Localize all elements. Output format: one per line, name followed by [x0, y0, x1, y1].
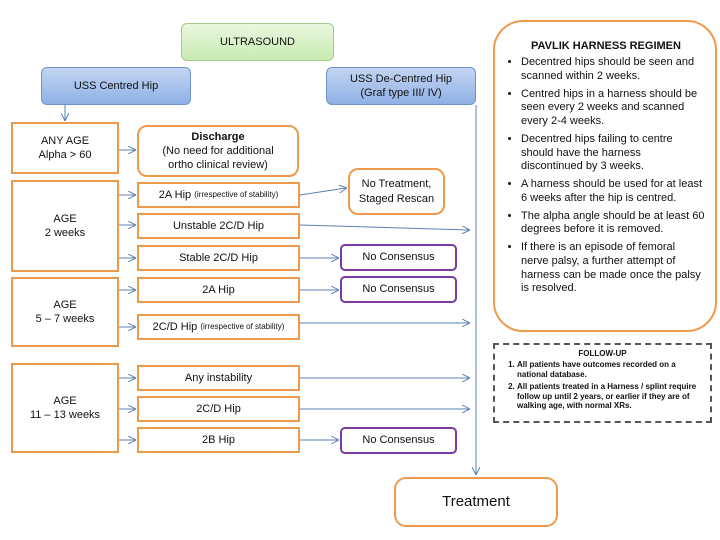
- ultrasound-box: ULTRASOUND: [181, 23, 334, 61]
- decentred-hip-box: USS De-Centred Hip (Graf type III/ IV): [326, 67, 476, 105]
- 2cd-hip-5-7-note: (irrespective of stability): [200, 321, 285, 331]
- no-consensus-label-1: No Consensus: [362, 251, 435, 264]
- pavlik-item: Decentred hips should be seen and scanne…: [521, 56, 705, 84]
- no-treatment-box: No Treatment, Staged Rescan: [348, 168, 445, 215]
- 2a-hip-2w-note: (irrespective of stability): [194, 189, 279, 199]
- pavlik-list: Decentred hips should be seen and scanne…: [507, 56, 705, 296]
- decentred-hip-line2: (Graf type III/ IV): [360, 87, 442, 99]
- decentred-hip-line1: USS De-Centred Hip: [349, 72, 453, 85]
- discharge-box: Discharge (No need for additional ortho …: [137, 125, 299, 177]
- no-consensus-box-3: No Consensus: [340, 427, 457, 454]
- stable-2cd-label: Stable 2C/D Hip: [179, 251, 258, 264]
- no-treatment-line1: No Treatment,: [361, 178, 432, 191]
- age-any-line1: ANY AGE: [40, 134, 90, 147]
- discharge-line3: ortho clinical review): [168, 159, 268, 172]
- no-consensus-label-2: No Consensus: [362, 283, 435, 296]
- pavlik-item: The alpha angle should be at least 60 de…: [521, 210, 705, 238]
- 2cd-hip-5-7-label: 2C/D Hip: [152, 320, 201, 333]
- followup-panel: FOLLOW-UP All patients have outcomes rec…: [493, 343, 712, 423]
- ultrasound-label: ULTRASOUND: [220, 35, 295, 48]
- pavlik-title: PAVLIK HARNESS REGIMEN: [531, 40, 681, 52]
- age-any-line2: Alpha > 60: [38, 149, 92, 161]
- 2a-hip-2w-box: 2A Hip (irrespective of stability): [137, 182, 300, 208]
- followup-title: FOLLOW-UP: [578, 349, 627, 358]
- pavlik-item: Centred hips in a harness should be seen…: [521, 88, 705, 129]
- 2cd-hip-5-7-box: 2C/D Hip (irrespective of stability): [137, 314, 300, 340]
- age-5-7-line1: AGE: [53, 298, 77, 311]
- 2b-hip-11-box: 2B Hip: [137, 427, 300, 453]
- 2cd-hip-11-label: 2C/D Hip: [196, 402, 241, 415]
- 2a-hip-2w-label: 2A Hip: [158, 188, 195, 201]
- age-11-13-box: AGE 11 – 13 weeks: [11, 363, 119, 453]
- unstable-2cd-box: Unstable 2C/D Hip: [137, 213, 300, 239]
- pavlik-item: Decentred hips failing to centre should …: [521, 133, 705, 174]
- discharge-line2: (No need for additional: [162, 144, 274, 157]
- pavlik-item: A harness should be used for at least 6 …: [521, 178, 705, 206]
- 2cd-hip-11-box: 2C/D Hip: [137, 396, 300, 422]
- age-5-7-box: AGE 5 – 7 weeks: [11, 277, 119, 347]
- any-instability-box: Any instability: [137, 365, 300, 391]
- 2a-hip-5-7-label: 2A Hip: [202, 283, 235, 296]
- age-5-7-line2: 5 – 7 weeks: [35, 313, 95, 325]
- arrow-unstable-treatment: [299, 224, 469, 230]
- treatment-box: Treatment: [394, 477, 558, 527]
- followup-item: All patients treated in a Harness / spli…: [517, 382, 704, 411]
- age-any-box: ANY AGE Alpha > 60: [11, 122, 119, 174]
- pavlik-item: If there is an episode of femoral nerve …: [521, 241, 705, 296]
- age-11-13-line2: 11 – 13 weeks: [29, 409, 101, 421]
- 2b-hip-11-label: 2B Hip: [201, 433, 236, 446]
- no-consensus-box-2: No Consensus: [340, 276, 457, 303]
- age-11-13-line1: AGE: [53, 394, 77, 407]
- no-treatment-line2: Staged Rescan: [358, 192, 435, 205]
- unstable-2cd-label: Unstable 2C/D Hip: [172, 219, 265, 232]
- age-2w-line1: AGE: [53, 212, 77, 225]
- pavlik-regimen-panel: PAVLIK HARNESS REGIMEN Decentred hips sh…: [493, 20, 717, 332]
- discharge-title: Discharge: [191, 130, 245, 143]
- treatment-label: Treatment: [442, 493, 510, 511]
- age-2w-box: AGE 2 weeks: [11, 180, 119, 272]
- centred-hip-label: USS Centred Hip: [73, 79, 159, 92]
- no-consensus-label-3: No Consensus: [362, 434, 435, 447]
- no-consensus-box-1: No Consensus: [340, 244, 457, 271]
- arrow-2a-no-treatment: [299, 188, 346, 196]
- followup-item: All patients have outcomes recorded on a…: [517, 360, 704, 379]
- stable-2cd-box: Stable 2C/D Hip: [137, 245, 300, 271]
- 2a-hip-5-7-box: 2A Hip: [137, 277, 300, 303]
- followup-list: All patients have outcomes recorded on a…: [501, 360, 704, 411]
- any-instability-label: Any instability: [184, 371, 253, 384]
- age-2w-line2: 2 weeks: [44, 227, 86, 239]
- centred-hip-box: USS Centred Hip: [41, 67, 191, 105]
